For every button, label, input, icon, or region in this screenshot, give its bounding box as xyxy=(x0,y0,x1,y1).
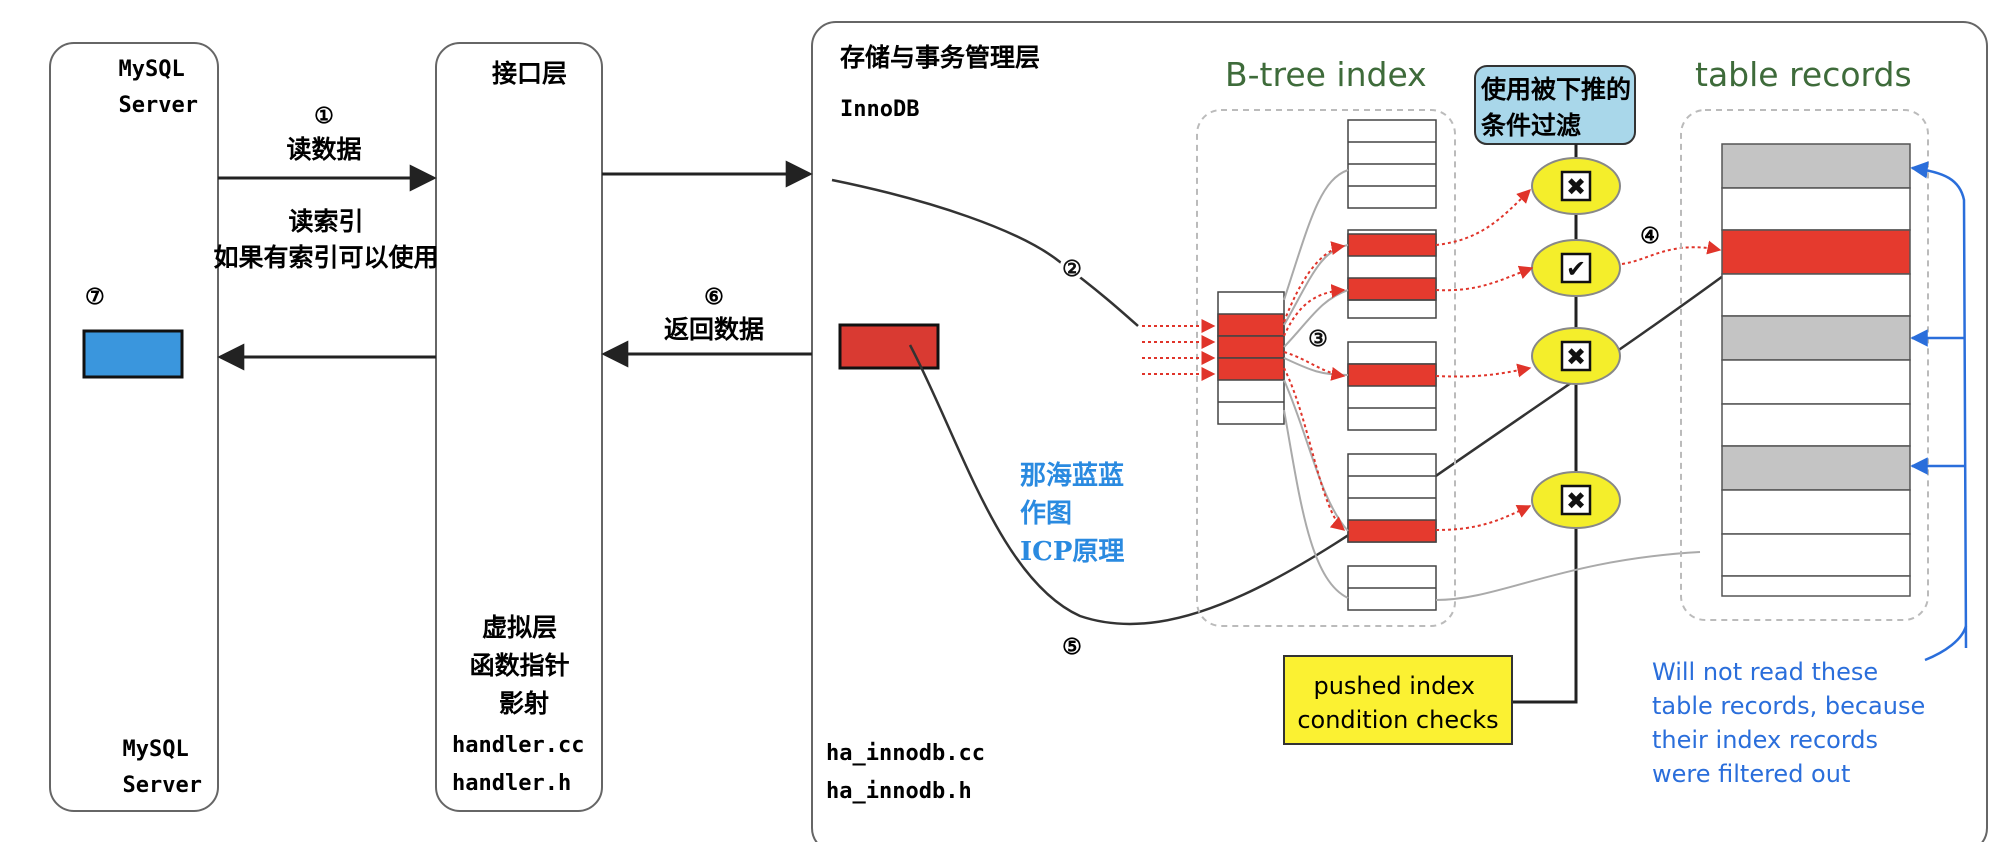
condition-check-3: ✖ xyxy=(1531,327,1621,385)
handler-h-file: handler.h xyxy=(452,771,571,796)
condition-check-1: ✖ xyxy=(1531,157,1621,215)
skip-arrows xyxy=(1910,161,1968,662)
checks-box-text: pushed index condition checks xyxy=(1297,672,1498,734)
if-index-label: 如果有索引可以使用 xyxy=(213,243,438,272)
returned-data-box xyxy=(838,323,940,370)
interface-frame xyxy=(435,42,603,812)
condition-check-4: ✖ xyxy=(1531,471,1621,529)
step6-label: 返回数据 xyxy=(664,315,764,344)
incoming-red-arrows xyxy=(1142,319,1216,381)
table-record-row xyxy=(1721,187,1911,231)
step1-label: 读数据 xyxy=(286,135,361,164)
interface-title: 接口层 xyxy=(492,59,567,88)
step4-marker: ④ xyxy=(1640,223,1660,249)
table-record-row xyxy=(1721,533,1911,577)
check-mark-icon: ✔ xyxy=(1566,255,1586,283)
btree-leaf-1 xyxy=(1347,119,1437,209)
step6-marker: ⑥ xyxy=(704,284,724,310)
storage-panel: 存储与事务管理层 InnoDB ha_innodb.cc ha_innodb.h xyxy=(811,21,1988,842)
table-title: table records xyxy=(1695,55,1912,94)
condition-check-2: ✔ xyxy=(1531,239,1621,297)
mysql-server-panel: MySQL Server MySQL Server ⑦ xyxy=(49,42,219,812)
table-record-row xyxy=(1721,489,1911,535)
storage-frame xyxy=(811,21,1988,842)
step2-marker: ② xyxy=(1062,256,1082,282)
storage-title: 存储与事务管理层 xyxy=(840,43,1040,72)
checks-layer: ✖ ✔ ✖ ✖ xyxy=(1531,157,1621,529)
btree-leaf-5 xyxy=(1347,565,1437,611)
btree-root-node xyxy=(1217,291,1285,425)
cross-mark-icon: ✖ xyxy=(1566,173,1586,201)
step1-marker: ① xyxy=(314,103,334,129)
cross-mark-icon: ✖ xyxy=(1566,487,1586,515)
step2-curve xyxy=(831,178,1139,327)
table-record-row xyxy=(1721,575,1911,597)
step5-curve xyxy=(908,263,1739,626)
skip-note: Will not read these table records, becau… xyxy=(1652,658,1933,788)
table-record-row xyxy=(1721,403,1911,447)
ha-innodb-cc-file: ha_innodb.cc xyxy=(826,741,985,766)
mysql-server-bottom-label: MySQL Server xyxy=(123,737,202,798)
cross-mark-icon: ✖ xyxy=(1566,343,1586,371)
table-rows xyxy=(1721,143,1911,597)
root-to-leaf-red-arrows xyxy=(1283,241,1346,531)
callout-text: 使用被下推的 条件过滤 xyxy=(1480,75,1640,140)
table-record-row xyxy=(1721,315,1911,361)
handler-cc-file: handler.cc xyxy=(452,733,584,758)
table-record-row xyxy=(1721,229,1911,275)
btree-leaf-3 xyxy=(1347,341,1437,431)
ha-innodb-h-file: ha_innodb.h xyxy=(826,779,972,804)
table-record-row xyxy=(1721,445,1911,491)
read-index-label: 读索引 xyxy=(288,207,363,236)
condition-checks xyxy=(1512,144,1578,704)
table-record-row xyxy=(1721,359,1911,405)
layer-arrows xyxy=(217,160,813,371)
btree-title: B-tree index xyxy=(1225,55,1427,94)
virtual-layer-label: 虚拟层 函数指针 影射 xyxy=(470,613,579,718)
leaf5-to-table-gray-line xyxy=(1435,551,1701,601)
checks-box-connector xyxy=(1512,700,1578,704)
step3-marker: ③ xyxy=(1308,326,1328,352)
btree-dashed-region xyxy=(1196,109,1456,627)
interface-panel: 接口层 虚拟层 函数指针 影射 handler.cc handler.h xyxy=(435,42,603,812)
step7-marker: ⑦ xyxy=(85,284,105,310)
mysql-server-top-label: MySQL Server xyxy=(119,57,198,118)
btree-leaf-4 xyxy=(1347,453,1437,543)
leaf-to-check-red-arrows xyxy=(1435,189,1722,531)
mysql-server-frame xyxy=(49,42,219,812)
btree-index: B-tree index xyxy=(1142,55,1456,627)
checks-label-box: pushed index condition checks xyxy=(1283,655,1513,745)
result-blue-box xyxy=(82,329,184,379)
table-dashed-region xyxy=(1680,109,1929,621)
pushdown-callout: 使用被下推的 条件过滤 xyxy=(1474,65,1640,145)
table-records: table records xyxy=(1680,55,1929,621)
step5-marker: ⑤ xyxy=(1062,634,1082,660)
btree-connectors xyxy=(1283,169,1349,599)
innodb-label: InnoDB xyxy=(840,97,919,122)
author-watermark: 那海蓝蓝 作图 ICP原理 xyxy=(1020,461,1133,567)
table-record-row xyxy=(1721,143,1911,189)
btree-leaf-2 xyxy=(1347,229,1437,319)
table-record-row xyxy=(1721,273,1911,317)
